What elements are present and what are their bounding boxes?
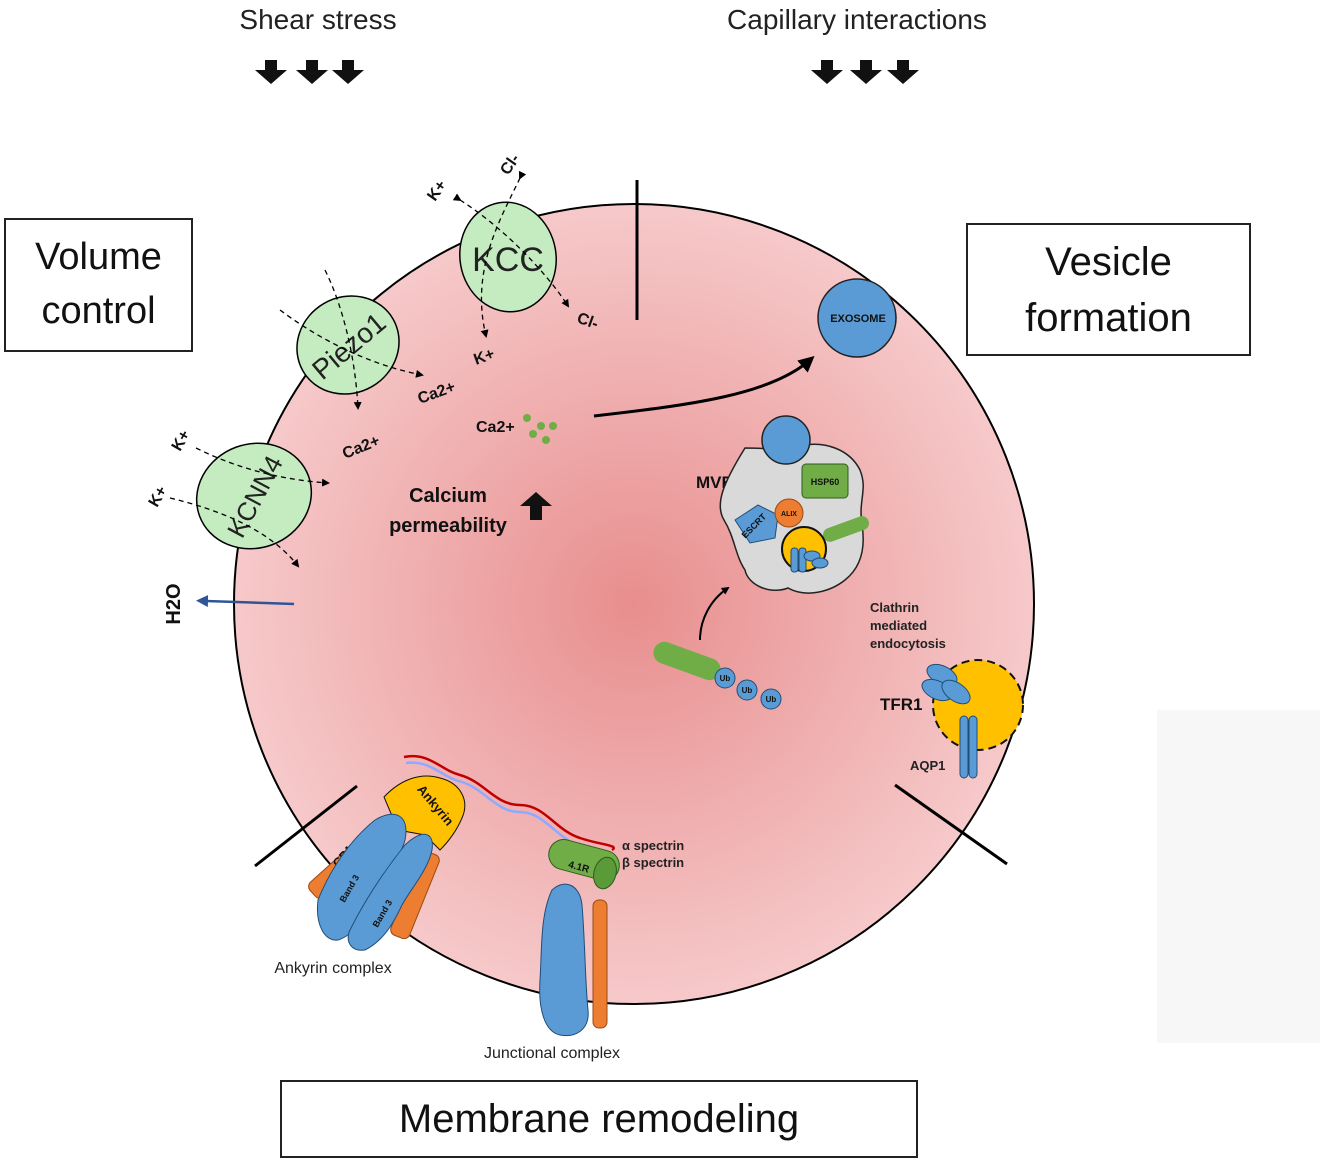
divider-bottom-left xyxy=(254,784,358,868)
ankyrin-complex-label: Ankyrin complex xyxy=(274,960,391,977)
calcium-dots xyxy=(523,414,557,444)
escrt-protein xyxy=(734,504,779,544)
kcnn4-channel: KCNN4 xyxy=(169,442,330,568)
membrane-remodeling-box: Membrane remodeling xyxy=(280,1080,918,1158)
ub-label-2: Ub xyxy=(742,686,753,695)
kcc-cl-minus-top: Cl- xyxy=(497,151,523,178)
calcium-permeability-line2: permeability xyxy=(389,515,508,537)
divider-bottom-right xyxy=(894,783,1008,866)
up-arrow-icon xyxy=(520,492,552,520)
clathrin-line3: endocytosis xyxy=(870,636,946,651)
hsp60-protein xyxy=(801,463,849,499)
shear-stress-label: Shear stress xyxy=(239,4,396,35)
kcc-cl-minus-bottom: Cl- xyxy=(575,310,601,333)
calcium-ca-label: Ca2+ xyxy=(476,419,515,436)
h2o-label: H2O xyxy=(163,583,185,624)
alpha-spectrin-label: α spectrin xyxy=(622,838,684,853)
kcnn4-k-plus-top: K+ xyxy=(169,427,194,454)
alix-label: ALIX xyxy=(781,511,797,518)
kcnn4-k-plus-left: K+ xyxy=(146,483,171,510)
calcium-to-exosome-arrow xyxy=(593,356,815,418)
junctional-blue-protein xyxy=(539,883,589,1037)
down-arrow-icon xyxy=(332,60,364,84)
kcc-channel: KCC xyxy=(452,170,570,338)
mve-budding-vesicle xyxy=(761,415,811,465)
volume-control-text: Volume control xyxy=(35,236,162,332)
protein-4-1r xyxy=(548,839,620,890)
beta-spectrin-label: β spectrin xyxy=(622,855,684,870)
ankyrin-protein xyxy=(383,775,466,851)
band3-protein-2 xyxy=(347,833,433,951)
tfr1-protein xyxy=(921,663,971,705)
kcc-k-plus-bottom: K+ xyxy=(472,346,497,369)
ub-chain xyxy=(714,667,782,710)
shear-stress-arrows xyxy=(255,60,364,84)
ub-label-3: Ub xyxy=(766,695,777,704)
r41-label: 4.1R xyxy=(567,860,591,876)
down-arrow-icon xyxy=(887,60,919,84)
down-arrow-icon xyxy=(811,60,843,84)
ub-to-mve-arrow xyxy=(699,586,730,641)
hsp60-label: HSP60 xyxy=(811,477,840,487)
calcium-permeability-line1: Calcium xyxy=(409,485,487,507)
background-panel xyxy=(1157,710,1320,1043)
mve-green-cargo xyxy=(823,516,869,542)
alpha-spectrin-strand xyxy=(403,754,615,852)
aqp1-protein xyxy=(959,715,978,779)
tfr1-label: TFR1 xyxy=(880,695,923,714)
volume-control-box: Volume control xyxy=(4,218,193,352)
capillary-interactions-label: Capillary interactions xyxy=(727,4,987,35)
membrane-remodeling-text: Membrane remodeling xyxy=(398,1096,800,1141)
capillary-arrows xyxy=(811,60,919,84)
exosome xyxy=(817,278,897,358)
junctional-orange-protein xyxy=(592,899,608,1029)
down-arrow-icon xyxy=(296,60,328,84)
mve-receptor-cargo xyxy=(790,547,829,573)
exosome-label: EXOSOME xyxy=(830,313,886,325)
down-arrow-icon xyxy=(255,60,287,84)
vesicle-formation-text: Vesicle formation xyxy=(1025,239,1192,340)
vesicle-formation-box: Vesicle formation xyxy=(966,223,1251,356)
clathrin-line1: Clathrin xyxy=(870,600,919,615)
aqp1-label: AQP1 xyxy=(910,758,945,773)
kcc-k-plus-top: K+ xyxy=(424,177,450,204)
junctional-complex-label: Junctional complex xyxy=(484,1045,620,1062)
water-efflux-arrow xyxy=(196,595,295,608)
ub-label-1: Ub xyxy=(720,674,731,683)
ub-cargo-protein xyxy=(653,641,721,681)
alix-protein xyxy=(774,498,804,528)
down-arrow-icon xyxy=(850,60,882,84)
piezo1-channel: Piezo1 xyxy=(279,269,424,410)
clathrin-line2: mediated xyxy=(870,618,927,633)
